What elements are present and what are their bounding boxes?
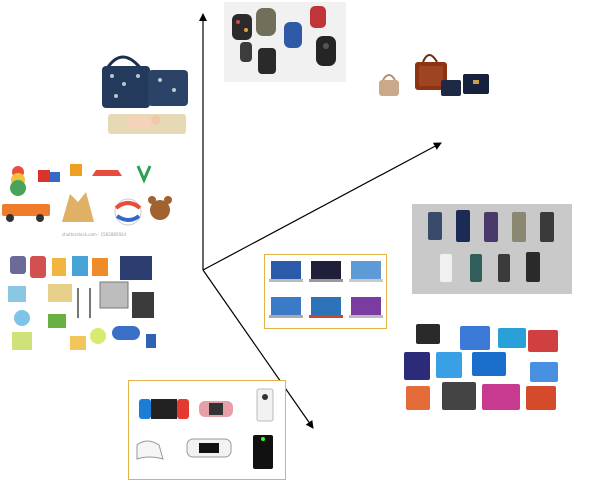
- baby-gear-image: [8, 252, 158, 354]
- arrow-upper-right: [202, 142, 442, 271]
- handbags-photo-icon: [375, 40, 500, 102]
- game-consoles-image: [128, 380, 286, 480]
- tablets-collage-icon: [402, 322, 562, 418]
- toys-image: shutterstock.com · 1562885924: [0, 158, 180, 238]
- backpacks-photo-icon: [224, 2, 346, 82]
- baby-gear-collage-icon: [8, 252, 158, 354]
- backpacks-image: [224, 2, 346, 82]
- toys-watermark: shutterstock.com · 1562885924: [62, 232, 127, 237]
- tablets-image: [402, 322, 562, 418]
- diaper-bags-image: [100, 40, 193, 137]
- diaper-bags-photo-icon: [100, 40, 193, 137]
- laptops-grid-icon: [265, 255, 386, 328]
- arrow-lower-right: [202, 269, 314, 429]
- handbags-image: [375, 40, 500, 102]
- laptops-image: [264, 254, 387, 329]
- toys-collage-icon: [0, 158, 180, 232]
- smartphones-photo-icon: [412, 204, 572, 294]
- game-consoles-grid-icon: [129, 381, 285, 479]
- smartphones-image: [412, 204, 572, 294]
